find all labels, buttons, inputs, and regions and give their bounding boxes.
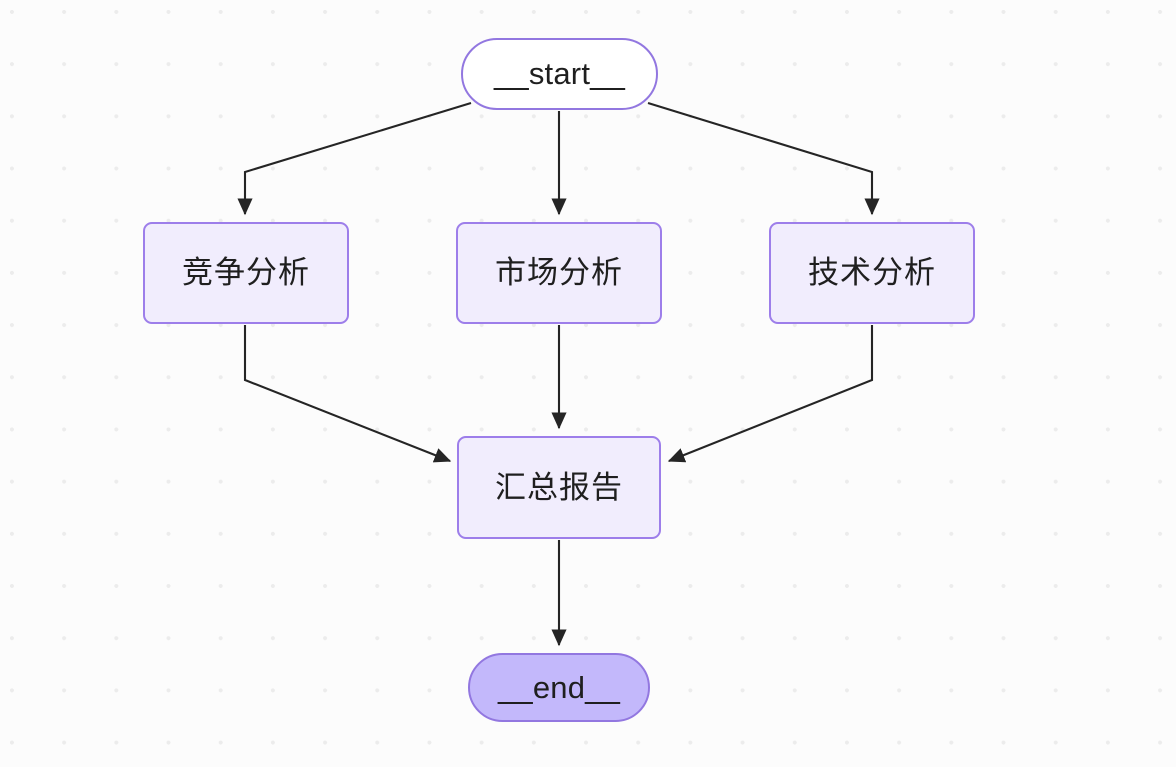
node-summary-report-label: 汇总报告 <box>495 469 623 505</box>
edge-start-technical <box>647 101 880 216</box>
edge-start-competitive <box>237 101 472 216</box>
node-start-label: __start__ <box>493 56 626 92</box>
edge-competitive-summary <box>243 325 452 463</box>
node-technical-analysis-label: 技术分析 <box>808 255 936 291</box>
node-start[interactable]: __start__ <box>461 38 658 110</box>
node-competitive-analysis[interactable]: 竞争分析 <box>143 222 349 324</box>
node-end[interactable]: __end__ <box>468 653 650 722</box>
node-competitive-analysis-label: 竞争分析 <box>182 255 310 291</box>
node-technical-analysis[interactable]: 技术分析 <box>769 222 975 324</box>
node-market-analysis-label: 市场分析 <box>495 255 623 291</box>
node-market-analysis[interactable]: 市场分析 <box>456 222 662 324</box>
node-summary-report[interactable]: 汇总报告 <box>457 436 661 539</box>
node-end-label: __end__ <box>497 669 621 705</box>
edge-technical-summary <box>667 325 874 463</box>
